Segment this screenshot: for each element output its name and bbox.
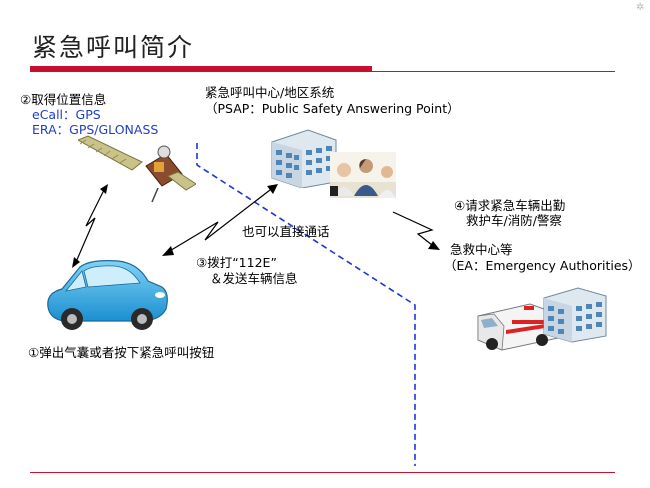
arrowhead-car — [72, 257, 80, 268]
car-satellite-link — [75, 189, 105, 263]
psap-title: 紧急呼叫中心/地区系统 — [205, 85, 335, 100]
ambulance-icon — [477, 303, 559, 351]
ea-subtitle: （EA：Emergency Authorities） — [444, 258, 641, 273]
satellite-icon — [78, 135, 196, 203]
step3-line1: ③拨打“112E” — [196, 255, 277, 270]
ecall-label: eCall：GPS — [32, 107, 101, 122]
psap-ea-link — [392, 211, 434, 246]
car-psap-link — [167, 189, 271, 253]
region-divider-dashed — [196, 143, 416, 466]
footer-line — [30, 472, 615, 473]
arrowhead-car-right — [162, 246, 174, 256]
page-title: 紧急呼叫简介 — [32, 33, 195, 62]
psap-subtitle: （PSAP：Public Safety Answering Point） — [205, 101, 460, 116]
arrowhead-satellite — [100, 184, 108, 194]
step4-line2: 救护车/消防/警察 — [466, 213, 562, 228]
ea-title: 急救中心等 — [450, 242, 513, 257]
title-accent-bar — [30, 66, 372, 72]
arrowhead-psap — [267, 184, 278, 194]
hospital-building-icon — [543, 287, 607, 343]
direct-call-label: 也可以直接通话 — [242, 224, 330, 239]
operators-photo — [330, 152, 396, 198]
step3-line2: ＆发送车辆信息 — [210, 271, 298, 286]
step4-line1: ④请求紧急车辆出勤 — [454, 198, 566, 213]
step1-label: ①弹出气囊或者按下紧急呼叫按钮 — [28, 345, 215, 360]
step2-label: ②取得位置信息 — [20, 92, 107, 107]
corner-mark: ✲ — [636, 2, 645, 13]
arrowhead-ea — [428, 241, 440, 250]
psap-building-icon — [271, 129, 337, 188]
car-icon — [47, 260, 168, 330]
era-label: ERA：GPS/GLONASS — [32, 122, 159, 137]
